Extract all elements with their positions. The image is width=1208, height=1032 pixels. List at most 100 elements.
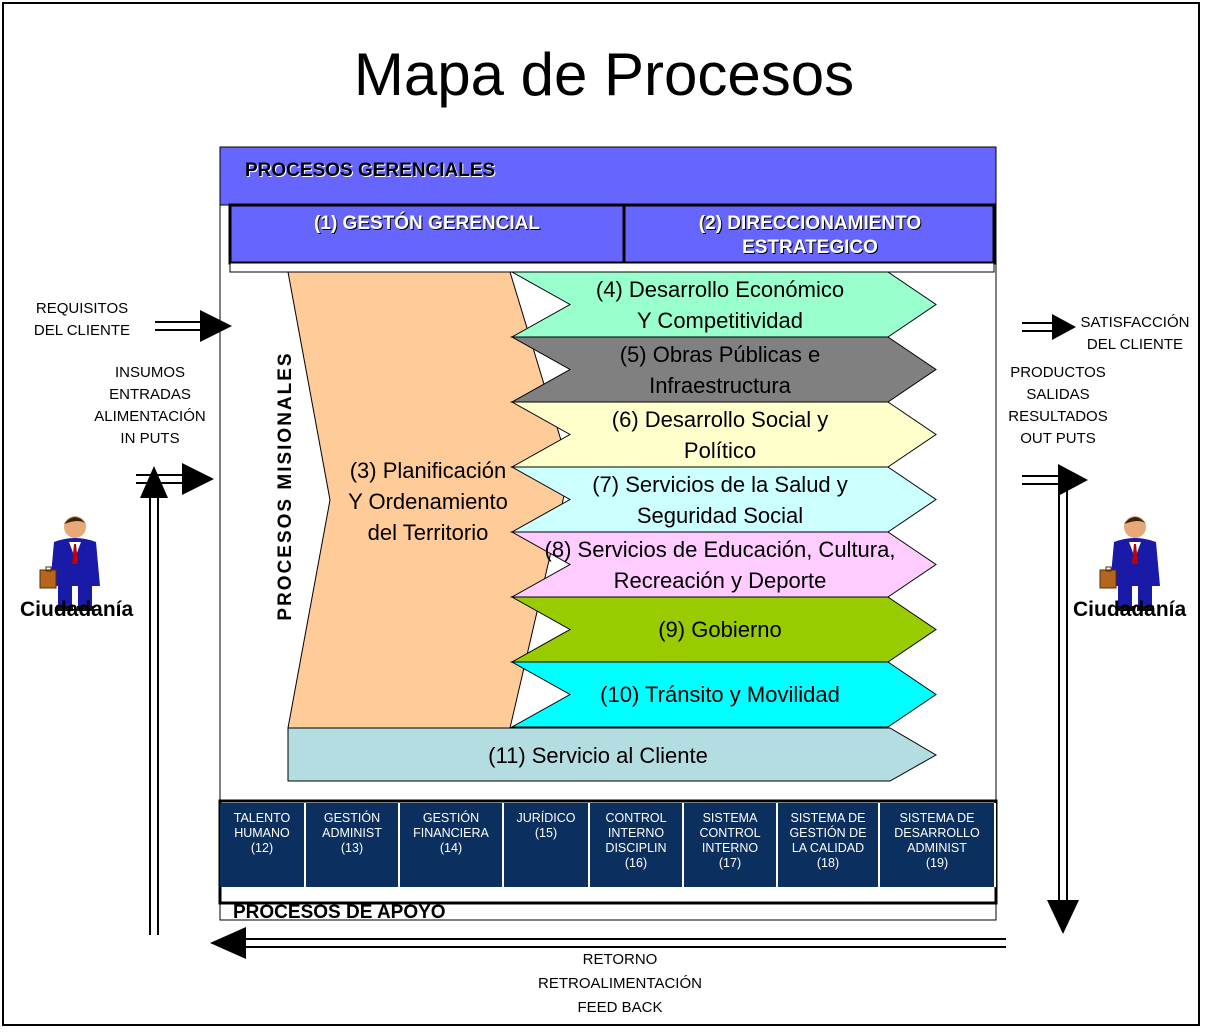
- satisfaccion-line: SATISFACCIÓN: [1080, 314, 1190, 331]
- apoyo-cell-line: LA CALIDAD: [791, 841, 865, 855]
- mission-label-line: Infraestructura: [649, 372, 791, 398]
- person-part: [1099, 569, 1117, 589]
- person-part: [78, 586, 92, 608]
- retroalimentacion-arrow: [210, 927, 1006, 959]
- mission-label-line: Político: [683, 437, 757, 463]
- servicio-cliente-shape: [287, 727, 938, 782]
- retorno-line: FEED BACK: [577, 999, 663, 1016]
- apoyo-cell-15: JURÍDICO(15): [504, 803, 590, 887]
- planificacion-line: Y Ordenamiento: [348, 489, 508, 514]
- requisitos-line: DEL CLIENTE: [33, 322, 131, 339]
- mission-label-8: (8) Servicios de Educación, Cultura, Recr…: [500, 534, 940, 596]
- person-part: [45, 566, 52, 572]
- gestion-gerencial-label: (1) GESTÓN GERENCIAL: [314, 213, 540, 234]
- mission-label-line: Y Competitividad: [637, 307, 803, 333]
- insumos-label: INSUMOS ENTRADAS ALIMENTACIÓN IN PUTS: [80, 362, 220, 450]
- direccionamiento-label: (2) DIRECCIONAMIENTO ESTRATEGICO: [698, 213, 922, 258]
- citizen-figure-left: [39, 516, 100, 611]
- requisitos-label: REQUISITOS DEL CLIENTE: [22, 298, 142, 342]
- apoyo-cell-line: CONTROL: [605, 811, 667, 825]
- apoyo-cell-line: (16): [624, 856, 648, 870]
- misionales-label: PROCESOS MISIONALES: [275, 351, 296, 621]
- apoyo-cell-line: DESARROLLO: [894, 826, 980, 840]
- apoyo-cell-line: GESTIÓN: [323, 811, 381, 825]
- apoyo-cell-line: HUMANO: [234, 826, 290, 840]
- apoyo-cell-line: SISTEMA DE: [899, 811, 975, 825]
- ciudadania-right-label: Ciudadanía: [1073, 598, 1187, 621]
- mission-label-4: (4) Desarrollo Económico Y Competitividad: [500, 274, 940, 336]
- mission-label-5: (5) Obras Públicas e Infraestructura: [500, 339, 940, 401]
- salida-vertical-arrow: [1047, 490, 1079, 934]
- apoyo-cell-line: (18): [816, 856, 840, 870]
- apoyo-cell-line: (14): [439, 841, 463, 855]
- retorno-label: RETORNO RETROALIMENTACIÓN FEED BACK: [520, 948, 720, 1020]
- apoyo-cell-line: (19): [925, 856, 949, 870]
- productos-label: PRODUCTOS SALIDAS RESULTADOS OUT PUTS: [998, 362, 1118, 450]
- ciudadania-left-label: Ciudadanía: [20, 598, 134, 621]
- person-part: [64, 517, 86, 524]
- planificacion-label: (3) Planificación Y Ordenamiento del Ter…: [338, 455, 518, 548]
- mission-chevron-10: [510, 661, 937, 728]
- requisitos-arrow: [155, 310, 232, 342]
- planificacion-line: (3) Planificación: [349, 458, 507, 483]
- mission-label-line: (5) Obras Públicas e: [619, 341, 821, 367]
- apoyo-cell-line: ADMINIST: [322, 826, 382, 840]
- person-part: [1137, 606, 1154, 611]
- person-part: [58, 586, 72, 608]
- citizen-figure-right: [1099, 516, 1160, 611]
- apoyo-cell-line: JURÍDICO: [516, 811, 576, 825]
- mission-chevrons: [510, 271, 937, 728]
- mission-label-line: (4) Desarrollo Económico: [595, 276, 845, 302]
- apoyo-cell-line: INTERNO: [607, 826, 665, 840]
- apoyo-cell-line: (12): [250, 841, 274, 855]
- mission-label-line: (9) Gobierno: [658, 617, 782, 642]
- person-part: [1132, 544, 1138, 564]
- satisfaccion-line: DEL CLIENTE: [1086, 336, 1184, 353]
- apoyo-cell-line: SISTEMA DE: [790, 811, 866, 825]
- mission-label-line: (7) Servicios de la Salud y: [592, 471, 848, 497]
- person-part: [72, 544, 78, 564]
- retorno-vertical-arrow: [140, 466, 168, 935]
- apoyo-cell-line: TALENTO: [233, 811, 291, 825]
- retorno-line: RETORNO: [582, 951, 658, 968]
- apoyo-cell-line: DISCIPLIN: [605, 841, 667, 855]
- apoyo-title: PROCESOS DE APOYO: [233, 902, 446, 923]
- mission-label-line: Seguridad Social: [636, 502, 804, 528]
- insumos-line: INSUMOS: [114, 364, 185, 381]
- apoyo-cell-line: (17): [718, 856, 742, 870]
- apoyo-cell-line: GESTIÓN: [422, 811, 480, 825]
- apoyo-cell-line: INTERNO: [701, 841, 759, 855]
- mission-label-10: (10) Tránsito y Movilidad: [500, 679, 940, 710]
- gerenciales-header: PROCESOS GERENCIALES: [245, 160, 496, 181]
- satisfaccion-label: SATISFACCIÓN DEL CLIENTE: [1070, 312, 1200, 356]
- apoyo-cell-line: ADMINIST: [907, 841, 967, 855]
- insumos-line: ALIMENTACIÓN: [94, 408, 206, 425]
- mission-label-9: (9) Gobierno: [500, 614, 940, 645]
- mission-label-line: (10) Tránsito y Movilidad: [600, 682, 840, 707]
- productos-line: OUT PUTS: [1020, 430, 1096, 447]
- apoyo-cell-line: (13): [340, 841, 364, 855]
- productos-line: RESULTADOS: [1008, 408, 1108, 425]
- person-part: [77, 606, 94, 611]
- apoyo-cell-line: FINANCIERA: [413, 826, 489, 840]
- person-part: [1138, 586, 1152, 608]
- productos-line: PRODUCTOS: [1010, 364, 1106, 381]
- apoyo-cell-line: (15): [534, 826, 558, 840]
- servicio-cliente-label: (11) Servicio al Cliente: [488, 743, 708, 768]
- person-part: [39, 569, 57, 589]
- person-part: [1105, 566, 1112, 572]
- mission-label-line: (8) Servicios de Educación, Cultura,: [544, 536, 896, 562]
- insumos-line: IN PUTS: [120, 430, 180, 447]
- mission-label-line: Recreación y Deporte: [613, 567, 827, 593]
- planificacion-line: del Territorio: [367, 520, 489, 545]
